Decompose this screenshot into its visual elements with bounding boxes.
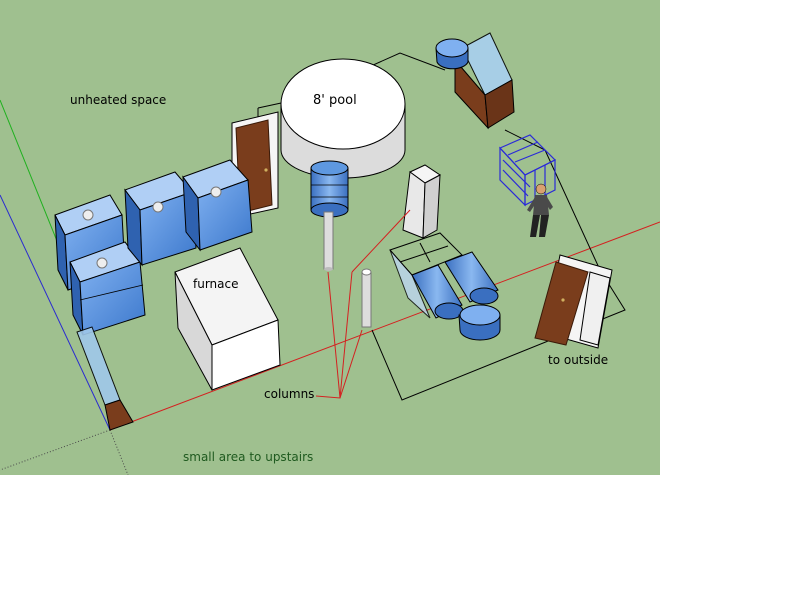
blue-barrel [310,160,349,218]
pool [280,58,406,179]
column-1 [323,211,334,271]
rack-barrel-1 [411,264,464,320]
label-pool: 8' pool [313,93,357,108]
person-figure [527,183,553,237]
dotted-axis [0,429,111,471]
ibc-tote-2 [69,241,146,336]
label-furnace: furnace [193,277,239,291]
red-axis [109,221,660,431]
label-unheated-space: unheated space [70,93,167,107]
furnace [174,247,281,391]
round-tub [458,304,501,341]
rack-barrel-2 [444,251,499,305]
column-2 [361,268,372,328]
door-right [534,254,613,349]
round-tub-top [435,38,469,70]
tall-cabinet [402,164,441,239]
aquarium-top-right [454,32,515,130]
columns-leader-lines [315,209,411,399]
room-outline-right [371,129,626,401]
barrel-rack [389,232,499,320]
label-small-area-upstairs: small area to upstairs [183,450,314,464]
aquarium-left [76,326,134,431]
label-to-outside: to outside [548,353,609,367]
wire-cage [498,134,557,207]
dotted-axis-2 [109,429,129,475]
blue-axis [0,194,111,431]
label-columns: columns [264,387,315,401]
ibc-tote-4 [182,159,253,252]
